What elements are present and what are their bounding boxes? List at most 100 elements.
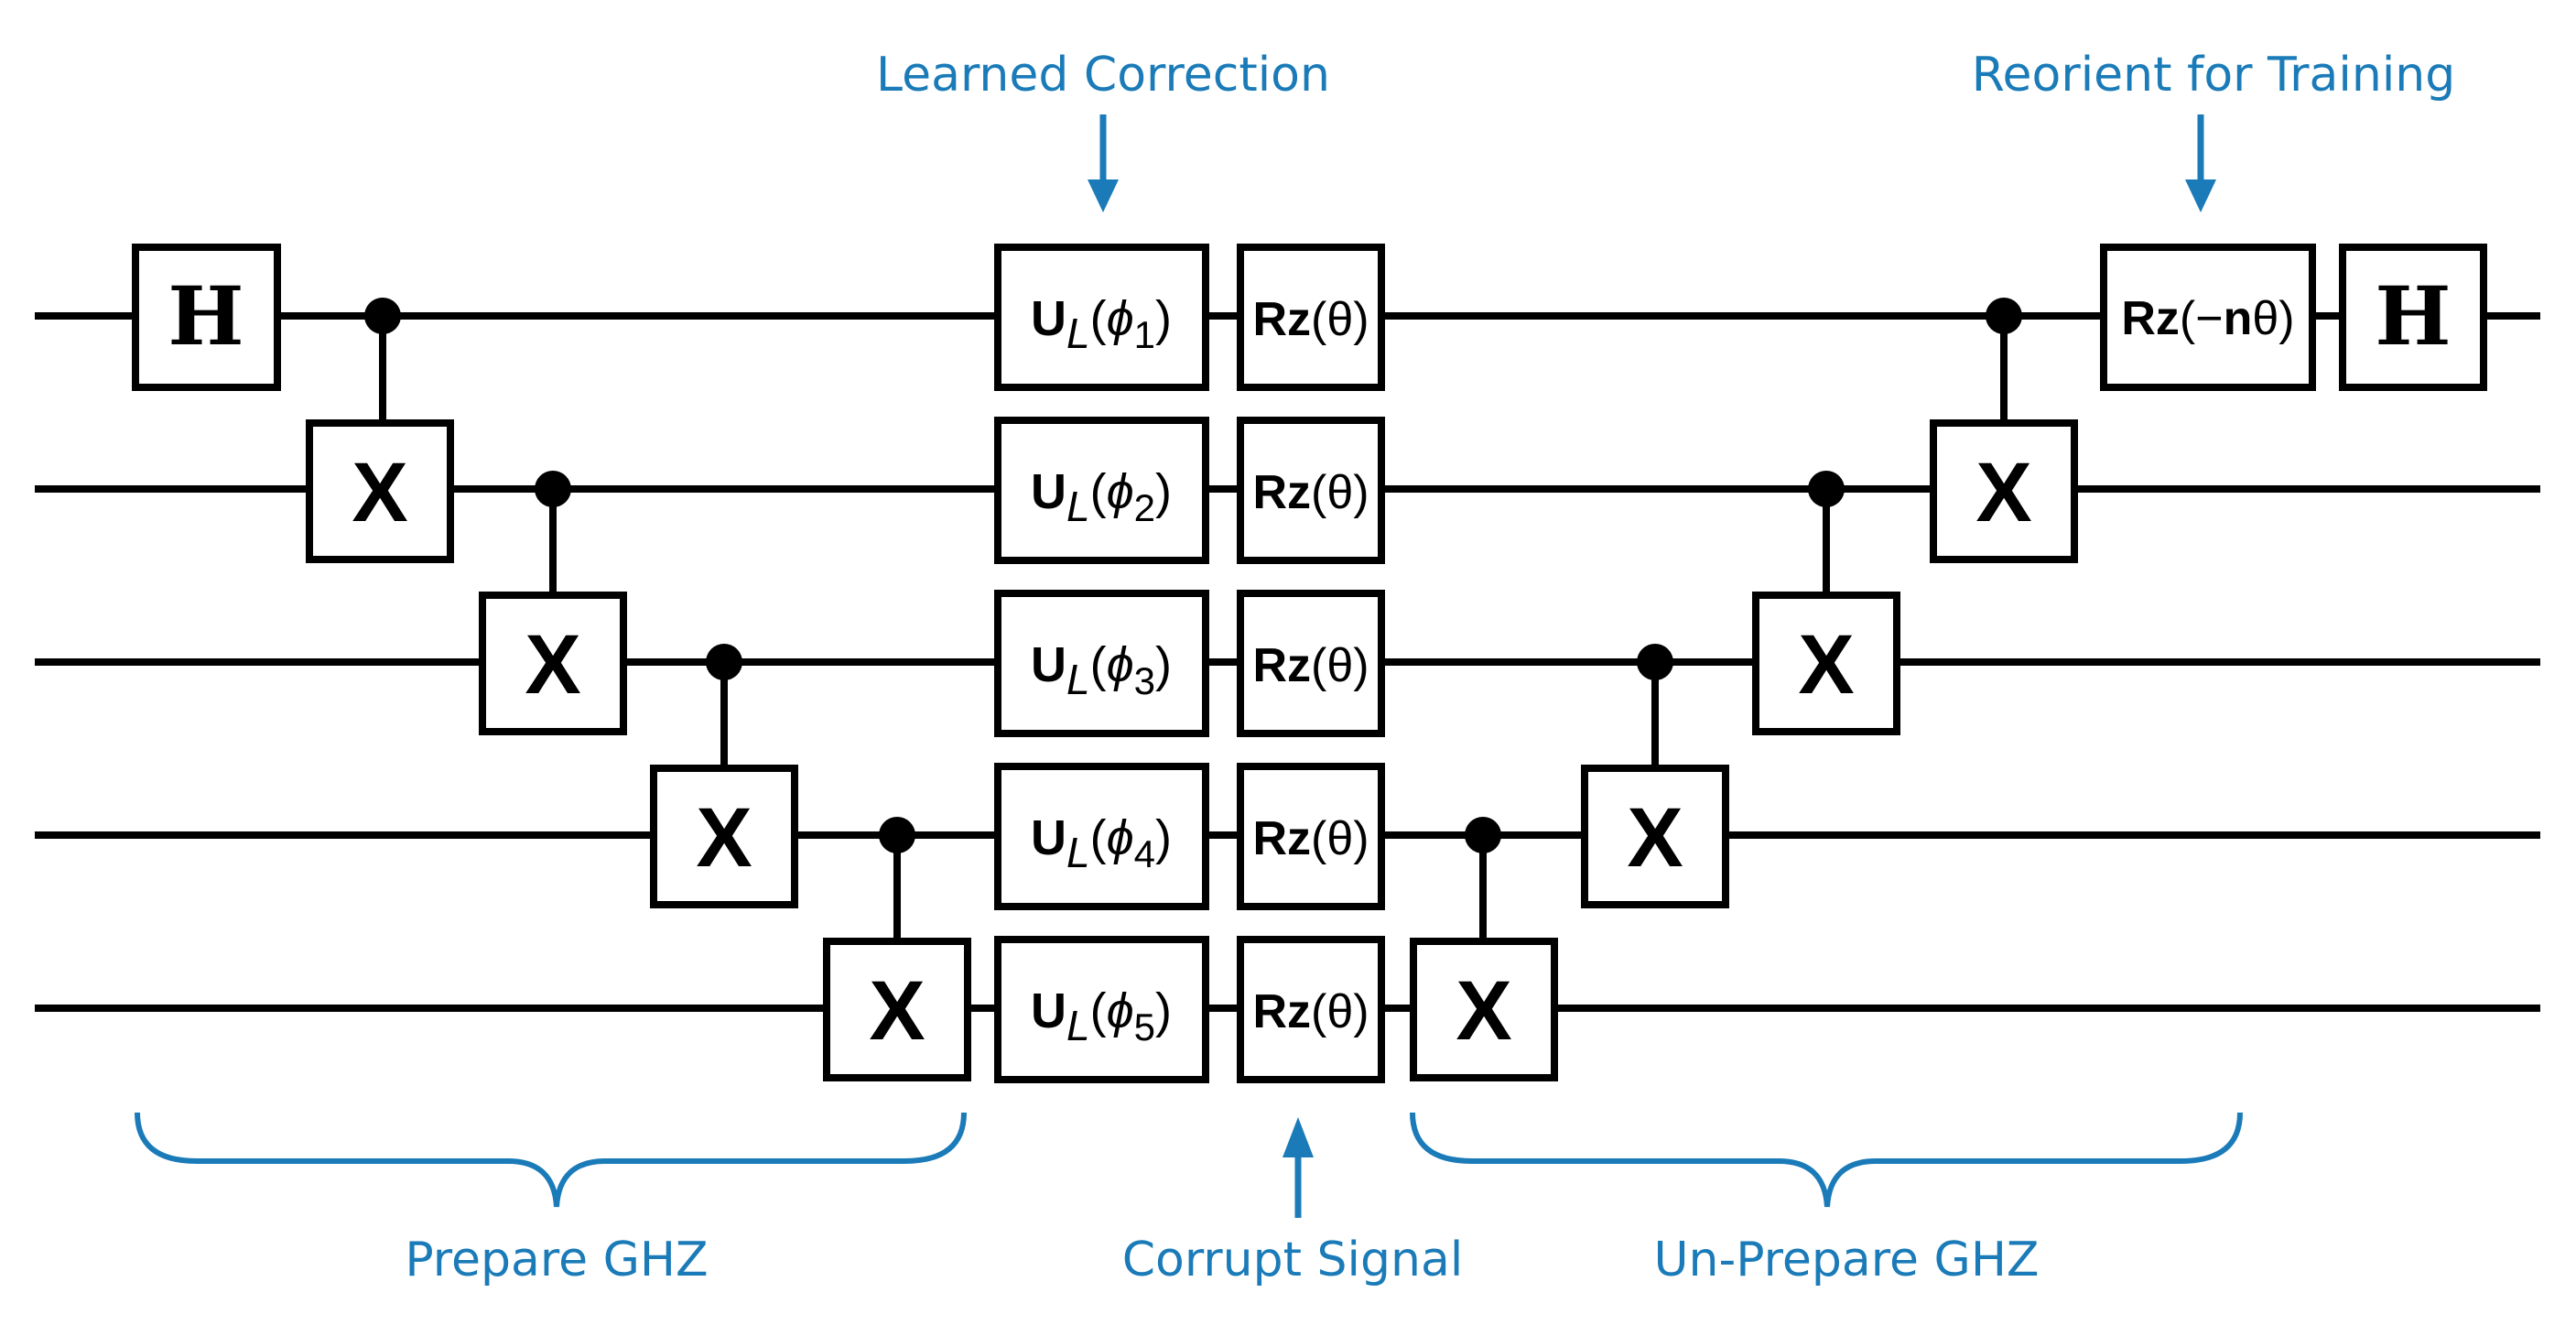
unitary-close-paren: ) — [1155, 464, 1172, 519]
hadamard-gate: H — [132, 244, 281, 391]
svg-text:Rz(θ): Rz(θ) — [1252, 639, 1369, 692]
cnot-gate: X — [479, 471, 627, 735]
rz-gate-2: Rz(θ) — [1237, 417, 1385, 564]
learned-unitary-gate-3: UL(ϕ3) — [994, 590, 1209, 737]
unitary-base: U — [1031, 637, 1066, 692]
signal-rz-column: Rz(θ) Rz(θ) Rz(θ) Rz(θ) Rz(θ) — [1237, 244, 1385, 1083]
reorient-block: Rz(−nθ) H — [2100, 244, 2487, 391]
unitary-subscript: L — [1066, 1002, 1090, 1049]
cnot-gate: X — [1930, 298, 2078, 563]
control-dot — [1637, 644, 1673, 680]
prepare-ghz-label: Prepare GHZ — [405, 1233, 708, 1287]
learned-unitary-gate-4: UL(ϕ4) — [994, 763, 1209, 910]
unitary-phi: ϕ — [1107, 464, 1134, 519]
reorient-arg-close: ) — [2278, 292, 2294, 345]
rz-argument: (θ) — [1311, 985, 1369, 1038]
reorient-rz-name: Rz — [2121, 292, 2180, 345]
rz-argument: (θ) — [1311, 639, 1369, 692]
control-dot — [364, 298, 401, 334]
annotations: Learned Correction Reorient for Training… — [135, 48, 2455, 1287]
cnot-gate: X — [823, 817, 971, 1081]
unprepare-ghz-label: Un-Prepare GHZ — [1653, 1233, 2039, 1287]
unprepare-ghz-block: X X X X — [1410, 298, 2078, 1081]
control-dot — [879, 817, 915, 853]
control-dot — [1808, 471, 1845, 507]
svg-text:Rz(θ): Rz(θ) — [1252, 812, 1369, 865]
unitary-subscript: L — [1066, 656, 1090, 703]
x-gate-label: X — [525, 618, 580, 711]
unitary-base: U — [1031, 291, 1066, 346]
learned-unitary-gate-2: UL(ϕ2) — [994, 417, 1209, 564]
hadamard-gate: H — [2339, 244, 2487, 391]
x-gate-label: X — [1456, 964, 1511, 1058]
reorient-n: n — [2224, 292, 2253, 345]
rz-name: Rz — [1252, 812, 1311, 865]
reorient-arrow — [2185, 114, 2216, 212]
unitary-open-paren: ( — [1090, 291, 1107, 346]
svg-text:UL(ϕ3): UL(ϕ3) — [1031, 637, 1172, 703]
unitary-index: 5 — [1134, 1005, 1155, 1048]
hadamard-gate-label: H — [2375, 268, 2451, 364]
reorient-arg-open: (− — [2180, 292, 2224, 345]
cnot-gate: X — [1752, 471, 1900, 735]
svg-text:UL(ϕ2): UL(ϕ2) — [1031, 464, 1172, 530]
hadamard-gate-label: H — [168, 268, 244, 364]
rz-gate-3: Rz(θ) — [1237, 590, 1385, 737]
unitary-close-paren: ) — [1155, 291, 1172, 346]
svg-text:Rz(−nθ): Rz(−nθ) — [2121, 292, 2294, 345]
unitary-base: U — [1031, 983, 1066, 1038]
cnot-gate: X — [1581, 644, 1729, 908]
learned-correction-arrow — [1088, 114, 1119, 212]
x-gate-label: X — [869, 964, 925, 1058]
reorient-theta: θ — [2252, 292, 2278, 345]
rz-argument: (θ) — [1311, 466, 1369, 519]
control-dot — [1465, 817, 1501, 853]
unitary-base: U — [1031, 464, 1066, 519]
svg-text:Rz(θ): Rz(θ) — [1252, 466, 1369, 519]
unitary-subscript: L — [1066, 483, 1090, 530]
rz-name: Rz — [1252, 639, 1311, 692]
rz-gate-5: Rz(θ) — [1237, 936, 1385, 1083]
x-gate-label: X — [1975, 446, 2031, 539]
unitary-phi: ϕ — [1107, 637, 1134, 692]
unitary-subscript: L — [1066, 829, 1090, 876]
unitary-index: 2 — [1134, 486, 1155, 529]
rz-gate-4: Rz(θ) — [1237, 763, 1385, 910]
unprepare-ghz-brace — [1410, 1112, 2243, 1208]
unitary-phi: ϕ — [1107, 983, 1134, 1038]
learned-unitary-gate-5: UL(ϕ5) — [994, 936, 1209, 1083]
control-dot — [1986, 298, 2022, 334]
x-gate-label: X — [696, 791, 752, 885]
unitary-open-paren: ( — [1090, 464, 1107, 519]
prepare-ghz-brace — [135, 1112, 967, 1208]
unitary-open-paren: ( — [1090, 637, 1107, 692]
rz-argument: (θ) — [1311, 812, 1369, 865]
unitary-index: 4 — [1134, 832, 1155, 875]
unitary-phi: ϕ — [1107, 291, 1134, 346]
svg-text:UL(ϕ1): UL(ϕ1) — [1031, 291, 1172, 357]
rz-name: Rz — [1252, 985, 1311, 1038]
x-gate-label: X — [1627, 791, 1683, 885]
rz-name: Rz — [1252, 293, 1311, 346]
unitary-close-paren: ) — [1155, 637, 1172, 692]
unitary-open-paren: ( — [1090, 983, 1107, 1038]
rz-argument: (θ) — [1311, 293, 1369, 346]
unitary-open-paren: ( — [1090, 810, 1107, 865]
control-dot — [706, 644, 742, 680]
cnot-gate: X — [1410, 817, 1558, 1081]
cnot-gate: X — [650, 644, 798, 908]
corrupt-signal-arrow — [1283, 1117, 1314, 1218]
unitary-close-paren: ) — [1155, 810, 1172, 865]
rz-gate-1: Rz(θ) — [1237, 244, 1385, 391]
unitary-phi: ϕ — [1107, 810, 1134, 865]
learned-correction-column: UL(ϕ1) UL(ϕ2) UL(ϕ3) UL(ϕ4) UL(ϕ5) — [994, 244, 1209, 1083]
unitary-close-paren: ) — [1155, 983, 1172, 1038]
unitary-index: 3 — [1134, 659, 1155, 702]
unitary-subscript: L — [1066, 310, 1090, 357]
rz-name: Rz — [1252, 466, 1311, 519]
svg-text:UL(ϕ4): UL(ϕ4) — [1031, 810, 1172, 876]
unitary-base: U — [1031, 810, 1066, 865]
x-gate-label: X — [352, 446, 407, 539]
prepare-ghz-block: H X X X X — [132, 244, 971, 1081]
